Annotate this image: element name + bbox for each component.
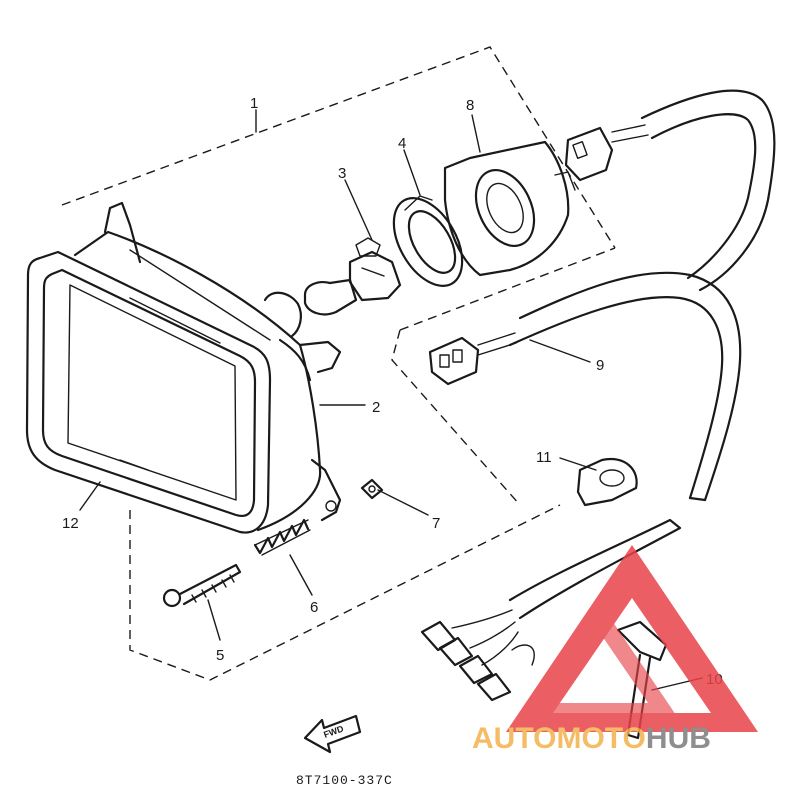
forward-arrow: FWD — [303, 714, 362, 754]
label-9: 9 — [596, 357, 604, 374]
part-labels: 1 2 3 4 5 6 7 8 9 10 11 12 — [62, 95, 723, 688]
bulb — [303, 237, 402, 316]
watermark-text-a: AUTOMOTOHUB — [472, 722, 711, 755]
fwd-text: FWD — [322, 723, 345, 740]
leader-lines — [79, 109, 703, 691]
clamp — [576, 457, 638, 507]
label-2: 2 — [372, 399, 380, 416]
cable-tie — [616, 620, 668, 740]
lens-frame — [25, 250, 272, 534]
label-7: 7 — [432, 515, 440, 532]
lower-wire-harness — [428, 271, 742, 502]
label-1: 1 — [250, 95, 258, 112]
headlight-housing — [73, 201, 342, 532]
watermark-triangle-icon — [506, 545, 758, 732]
spring — [253, 518, 311, 556]
label-6: 6 — [310, 599, 318, 616]
watermark-text-b: HUB — [646, 722, 711, 755]
label-8: 8 — [466, 97, 474, 114]
screw — [162, 563, 242, 608]
label-11: 11 — [536, 449, 552, 466]
dust-cover — [443, 140, 576, 277]
socket-ring — [392, 195, 464, 287]
nut — [360, 478, 384, 500]
assembly-boundary — [61, 46, 616, 681]
label-3: 3 — [338, 165, 346, 182]
drawing-code: 8T7100-337C — [296, 773, 393, 788]
label-4: 4 — [398, 135, 406, 152]
label-12: 12 — [62, 515, 79, 532]
label-5: 5 — [216, 647, 224, 664]
watermark-logo: AUTOMOTOHUB — [472, 545, 758, 755]
upper-wire-harness — [564, 89, 776, 292]
connector-pigtail — [420, 518, 682, 702]
